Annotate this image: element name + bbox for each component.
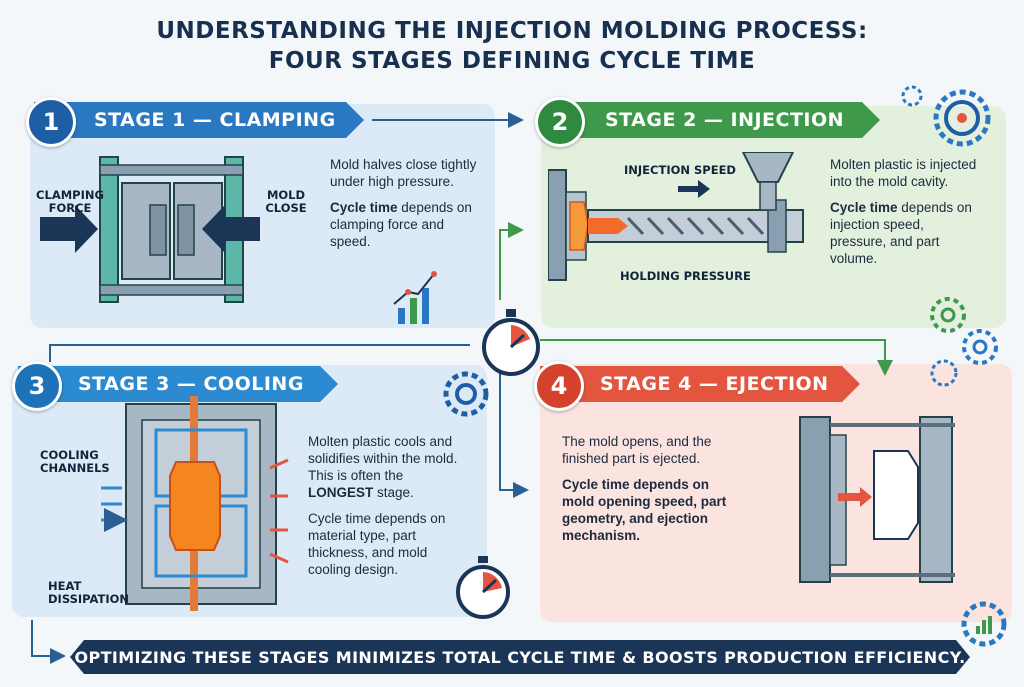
ejection-arrow xyxy=(838,487,872,507)
cooling-channels-label: COOLING CHANNELS xyxy=(40,449,120,475)
stage-1-number: 1 xyxy=(26,97,76,147)
heat-dissipation-line-1: HEAT xyxy=(48,579,82,593)
heat-dissipation-label: HEAT DISSIPATION xyxy=(48,580,138,606)
clamping-arrow-left xyxy=(40,205,98,253)
gear-chart-icon xyxy=(961,601,1007,647)
clamping-force-label-line-1: CLAMPING xyxy=(36,188,104,202)
stage-2-number: 2 xyxy=(535,97,585,147)
stage-2-cycle: Cycle time depends on injection speed, p… xyxy=(830,199,980,267)
stage-3-text-a: Molten plastic cools and solidifies with… xyxy=(308,434,458,483)
mold-close-label-line-2: CLOSE xyxy=(265,201,307,215)
stage-1-cycle: Cycle time depends on clamping force and… xyxy=(330,199,480,250)
arrow-2-side xyxy=(499,222,524,300)
stage-2-cycle-rest: depends on injection speed, pressure, an… xyxy=(830,200,972,266)
gear-icon xyxy=(901,85,991,147)
stage-1-description: Mold halves close tightly under high pre… xyxy=(330,156,480,259)
clamping-force-label-line-2: FORCE xyxy=(48,201,92,215)
arrow-to-footer xyxy=(31,620,66,664)
ejection-illustration xyxy=(799,416,955,583)
heat-arrows xyxy=(269,458,289,564)
stage-3-banner: STAGE 3 — COOLING xyxy=(18,366,338,402)
stage-4-description: The mold opens, and the finished part is… xyxy=(562,433,737,553)
stage-4-number: 4 xyxy=(534,361,584,411)
arrow-2-to-4 xyxy=(540,339,893,376)
stage-3-number: 3 xyxy=(12,361,62,411)
clamping-force-label: CLAMPING FORCE xyxy=(34,189,106,215)
stage-1-cycle-rest: depends on clamping force and speed. xyxy=(330,200,472,249)
stage-1-text: Mold halves close tightly under high pre… xyxy=(330,157,477,189)
stage-3-description: Molten plastic cools and solidifies with… xyxy=(308,433,468,587)
gear-cluster-icon xyxy=(930,297,998,387)
clamping-arrow-right xyxy=(202,205,260,253)
stage-3-cycle: Cycle time depends on material type, par… xyxy=(308,511,446,577)
arrow-3-loop xyxy=(49,344,470,362)
stage-2-cycle-label: Cycle time xyxy=(830,200,898,215)
injection-speed-arrow xyxy=(678,180,710,198)
stage-2-text: Molten plastic is injected into the mold… xyxy=(830,157,977,189)
clamping-illustration xyxy=(40,156,260,303)
title-line-1: UNDERSTANDING THE INJECTION MOLDING PROC… xyxy=(156,18,868,44)
mold-close-label: MOLD CLOSE xyxy=(258,189,314,215)
stage-4-banner: STAGE 4 — EJECTION xyxy=(540,366,860,402)
arrow-3-to-4 xyxy=(499,330,529,498)
injection-illustration xyxy=(548,152,804,281)
cooling-channels-line-2: CHANNELS xyxy=(40,461,110,475)
stage-3-text-longest: LONGEST xyxy=(308,485,374,500)
stage-3-text: Molten plastic cools and solidifies with… xyxy=(308,433,468,501)
injection-speed-label: INJECTION SPEED xyxy=(624,163,736,177)
stage-4-cycle: Cycle time depends on mold opening speed… xyxy=(562,477,727,543)
stage-4-text: The mold opens, and the finished part is… xyxy=(562,434,712,466)
mold-close-label-line-1: MOLD xyxy=(266,188,306,202)
bar-chart-icon xyxy=(393,271,437,324)
stage-1-banner: STAGE 1 — CLAMPING xyxy=(34,102,364,138)
cooling-illustration xyxy=(96,396,277,611)
stopwatch-icon-stage-3 xyxy=(456,556,510,619)
stage-2-banner: STAGE 2 — INJECTION xyxy=(545,102,880,138)
cooling-channels-line-1: COOLING xyxy=(40,448,99,462)
stage-2-description: Molten plastic is injected into the mold… xyxy=(830,156,980,276)
footer-banner: OPTIMIZING THESE STAGES MINIMIZES TOTAL … xyxy=(70,640,970,674)
gear-icon-stage-3 xyxy=(443,371,489,417)
stopwatch-icon xyxy=(482,309,540,376)
stage-1-cycle-label: Cycle time xyxy=(330,200,398,215)
heat-dissipation-line-2: DISSIPATION xyxy=(48,592,130,606)
holding-pressure-label: HOLDING PRESSURE xyxy=(620,269,751,283)
title-line-2: FOUR STAGES DEFINING CYCLE TIME xyxy=(268,48,756,74)
stage-3-text-c: stage. xyxy=(373,485,414,500)
